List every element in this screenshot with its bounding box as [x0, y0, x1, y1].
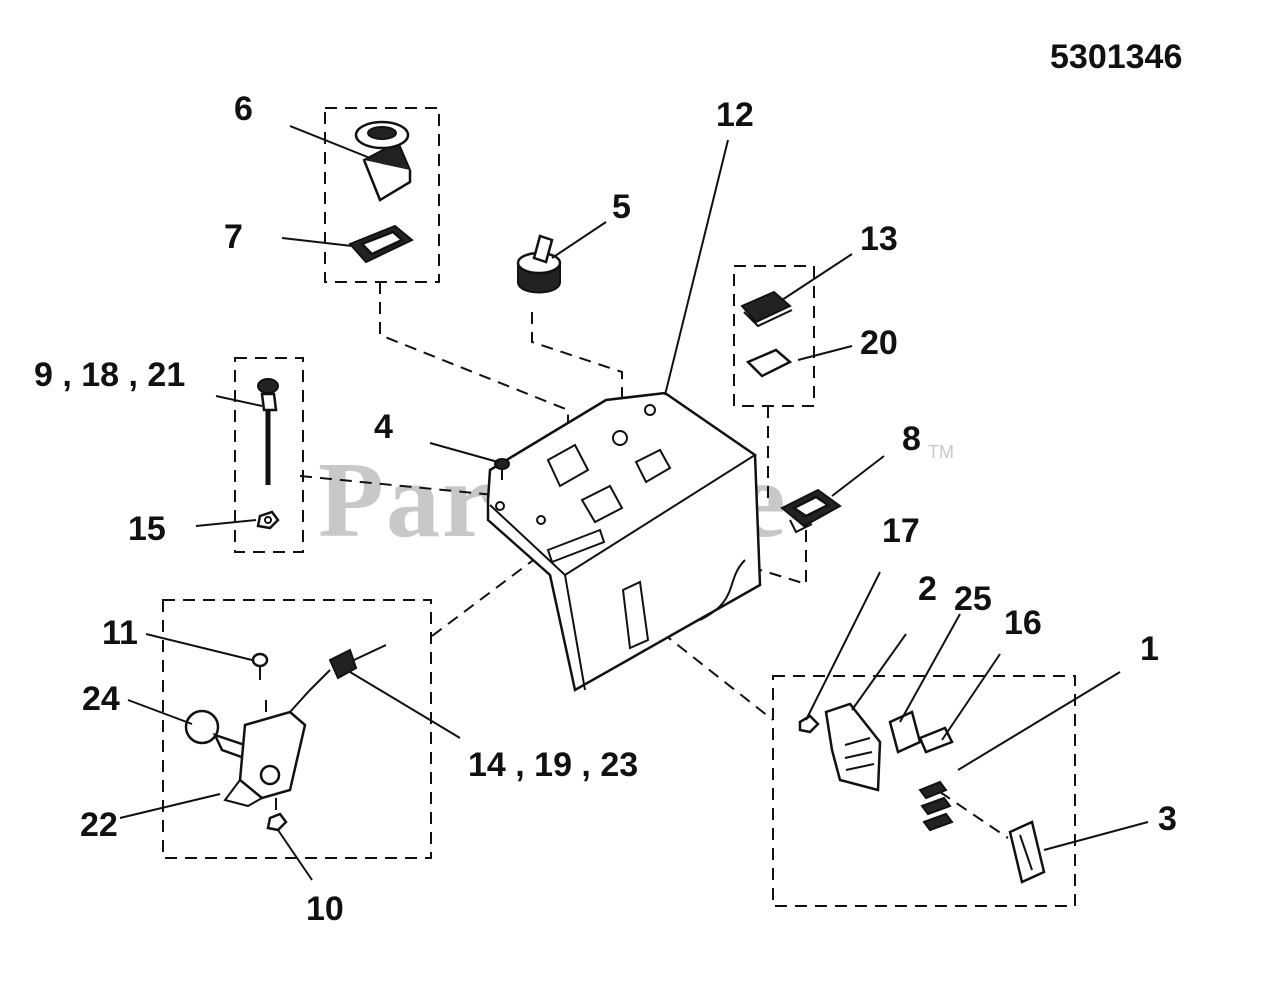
group-box-13-20 — [733, 265, 815, 407]
switch-8 — [780, 488, 842, 534]
callout-1: 1 — [1140, 630, 1159, 668]
watermark-trademark: TM — [928, 442, 954, 462]
leader-lines — [119, 125, 1149, 881]
callout-20: 20 — [860, 324, 898, 362]
callout-13: 13 — [860, 220, 898, 258]
group-box-fuse-block — [772, 675, 1076, 907]
choke-cable-9-18-21 — [257, 378, 279, 485]
callout-4: 4 — [374, 408, 393, 446]
callout-6: 6 — [234, 90, 253, 128]
callout-5: 5 — [612, 188, 631, 226]
callout-7: 7 — [224, 218, 243, 256]
callout-12: 12 — [716, 96, 754, 134]
pto-switch-6 — [354, 120, 412, 202]
pad-20 — [745, 348, 793, 378]
callout-17: 17 — [882, 512, 920, 550]
callout-11: 11 — [102, 614, 138, 652]
dash-panel-12 — [486, 391, 762, 692]
callout-8: 8 — [902, 420, 921, 458]
cover-13 — [740, 290, 793, 328]
ignition-switch-5 — [516, 234, 562, 294]
fuse-block-assembly — [798, 702, 1046, 884]
callout-2: 2 — [918, 570, 937, 608]
callout-10: 10 — [306, 890, 344, 928]
diagram-code: 5301346 — [1050, 38, 1182, 76]
group-box-switch-6-7 — [324, 107, 440, 283]
screw-4 — [494, 458, 510, 480]
callout-16: 16 — [1004, 604, 1042, 642]
nut-15 — [256, 510, 280, 530]
throttle-assembly — [184, 644, 387, 832]
callout-3: 3 — [1158, 800, 1177, 838]
group-box-choke-9-15 — [234, 357, 304, 553]
callout-15: 15 — [128, 510, 166, 548]
callout-24: 24 — [82, 680, 120, 718]
callout-14-19-23: 14 , 19 , 23 — [468, 746, 638, 784]
bezel-7 — [348, 224, 414, 264]
callout-22: 22 — [80, 806, 118, 844]
callout-25: 25 — [954, 580, 992, 618]
callout-9-18-21: 9 , 18 , 21 — [34, 356, 185, 394]
